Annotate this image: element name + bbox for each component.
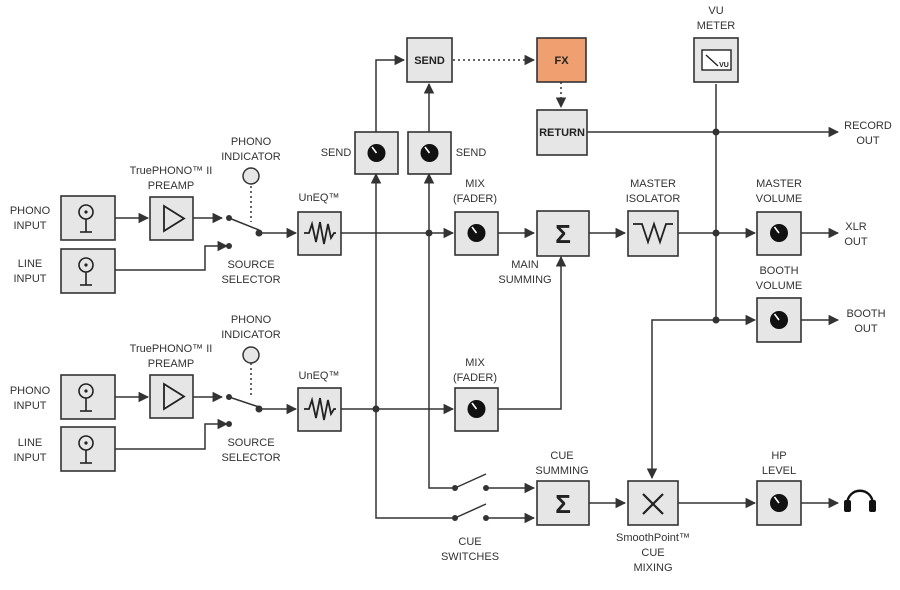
cue-summing-label-2: SUMMING <box>535 465 588 477</box>
fx-block: FX <box>536 37 587 83</box>
ch1-line-input-label-1: LINE <box>18 258 42 270</box>
ch2-phono-input-label-1: PHONO <box>10 385 51 397</box>
cue-mixing-label-2: CUE <box>641 547 664 559</box>
master-isolator-label-2: ISOLATOR <box>626 193 681 205</box>
cue-switches-label-1: CUE <box>458 536 481 548</box>
record-out-label-1: RECORD <box>844 120 892 132</box>
ch2-phono-input-label-2: INPUT <box>14 400 47 412</box>
ch1-send-knob-icon <box>354 131 399 175</box>
signal-wires <box>115 54 840 524</box>
ch2-phono-input-jack <box>60 374 116 420</box>
ch1-line-input-jack <box>60 248 116 294</box>
ch1-preamp-label-2: PREAMP <box>148 180 194 192</box>
ch1-preamp-amplifier-icon <box>149 196 194 241</box>
ch2-line-input-jack <box>60 426 116 472</box>
ch1-phono-indicator-lamp-icon <box>242 167 260 185</box>
return-block: RETURN <box>536 109 588 156</box>
send-block-label: SEND <box>414 55 445 67</box>
booth-out-label-1: BOOTH <box>846 308 885 320</box>
cue-summing-sigma-icon: Σ <box>536 480 590 526</box>
ch2-mix-label-1: MIX <box>465 357 485 369</box>
svg-text:Σ: Σ <box>555 489 571 519</box>
ch2-selector-label-2: SELECTOR <box>221 452 280 464</box>
cue-mixing-label-3: MIXING <box>633 562 672 574</box>
record-out-label-2: OUT <box>856 135 880 147</box>
vu-meter-label-1: VU <box>708 5 723 17</box>
main-summing-label-1: MAIN <box>511 259 539 271</box>
junction-nodes <box>226 128 720 521</box>
ch1-uneq-waveform-icon <box>297 211 342 256</box>
ch1-preamp-label-1: TruePHONO™ II <box>130 165 213 177</box>
ch1-uneq-label: UnEQ™ <box>299 192 340 204</box>
booth-volume-knob-icon <box>756 297 802 343</box>
master-volume-label-1: MASTER <box>756 178 802 190</box>
hp-level-label-2: LEVEL <box>762 465 796 477</box>
ch2-selector-label-1: SOURCE <box>227 437 274 449</box>
vu-icon-text: VU <box>719 62 729 69</box>
xlr-out-label-2: OUT <box>844 236 868 248</box>
ch1-phono-input-label-2: INPUT <box>14 220 47 232</box>
ch2-send-knob-icon <box>407 131 452 175</box>
headphones-icon <box>844 489 876 512</box>
ch2-preamp-amplifier-icon <box>149 374 194 419</box>
ch2-preamp-label-2: PREAMP <box>148 358 194 370</box>
hp-level-label-1: HP <box>771 450 786 462</box>
ch1-mix-fader-knob-icon <box>454 211 499 256</box>
cue-switches-label-2: SWITCHES <box>441 551 499 563</box>
ch2-preamp-label-1: TruePHONO™ II <box>130 343 213 355</box>
vu-meter-label-2: METER <box>697 20 736 32</box>
ch1-indicator-label-1: PHONO <box>231 136 272 148</box>
ch1-indicator-label-2: INDICATOR <box>221 151 281 163</box>
ch1-phono-input-label-1: PHONO <box>10 205 51 217</box>
master-isolator-label-1: MASTER <box>630 178 676 190</box>
ch2-line-input-label-1: LINE <box>18 437 42 449</box>
cue-mixing-crossfade-icon <box>627 480 679 526</box>
cue-summing-label-1: CUE <box>550 450 573 462</box>
ch1-send-label: SEND <box>321 147 352 159</box>
ch1-phono-input-jack <box>60 195 116 241</box>
master-isolator-filter-icon <box>627 210 679 257</box>
hp-level-knob-icon <box>756 480 802 526</box>
ch1-selector-label-2: SELECTOR <box>221 274 280 286</box>
fx-block-label: FX <box>554 55 569 67</box>
ch2-indicator-label-2: INDICATOR <box>221 329 281 341</box>
ch2-mix-label-2: (FADER) <box>453 372 497 384</box>
return-block-label: RETURN <box>539 127 585 139</box>
ch2-mix-fader-knob-icon <box>454 387 499 432</box>
ch2-uneq-waveform-icon <box>297 387 342 432</box>
ch2-line-input-label-2: INPUT <box>14 452 47 464</box>
svg-text:Σ: Σ <box>555 219 571 249</box>
ch1-mix-label-1: MIX <box>465 178 485 190</box>
ch2-phono-indicator-lamp-icon <box>242 346 260 364</box>
main-summing-label-2: SUMMING <box>498 274 551 286</box>
master-volume-knob-icon <box>756 211 802 256</box>
send-block: SEND <box>406 37 453 83</box>
cue-mixing-label-1: SmoothPoint™ <box>616 532 690 544</box>
booth-volume-label-1: BOOTH <box>759 265 798 277</box>
ch2-uneq-label: UnEQ™ <box>299 370 340 382</box>
ch1-line-input-label-2: INPUT <box>14 273 47 285</box>
ch2-indicator-label-1: PHONO <box>231 314 272 326</box>
ch1-selector-label-1: SOURCE <box>227 259 274 271</box>
booth-volume-label-2: VOLUME <box>756 280 802 292</box>
ch2-send-label: SEND <box>456 147 487 159</box>
ch1-mix-label-2: (FADER) <box>453 193 497 205</box>
master-volume-label-2: VOLUME <box>756 193 802 205</box>
xlr-out-label-1: XLR <box>845 221 866 233</box>
booth-out-label-2: OUT <box>854 323 878 335</box>
main-summing-sigma-icon: Σ <box>536 210 590 257</box>
vu-meter-icon: VU <box>693 37 739 83</box>
